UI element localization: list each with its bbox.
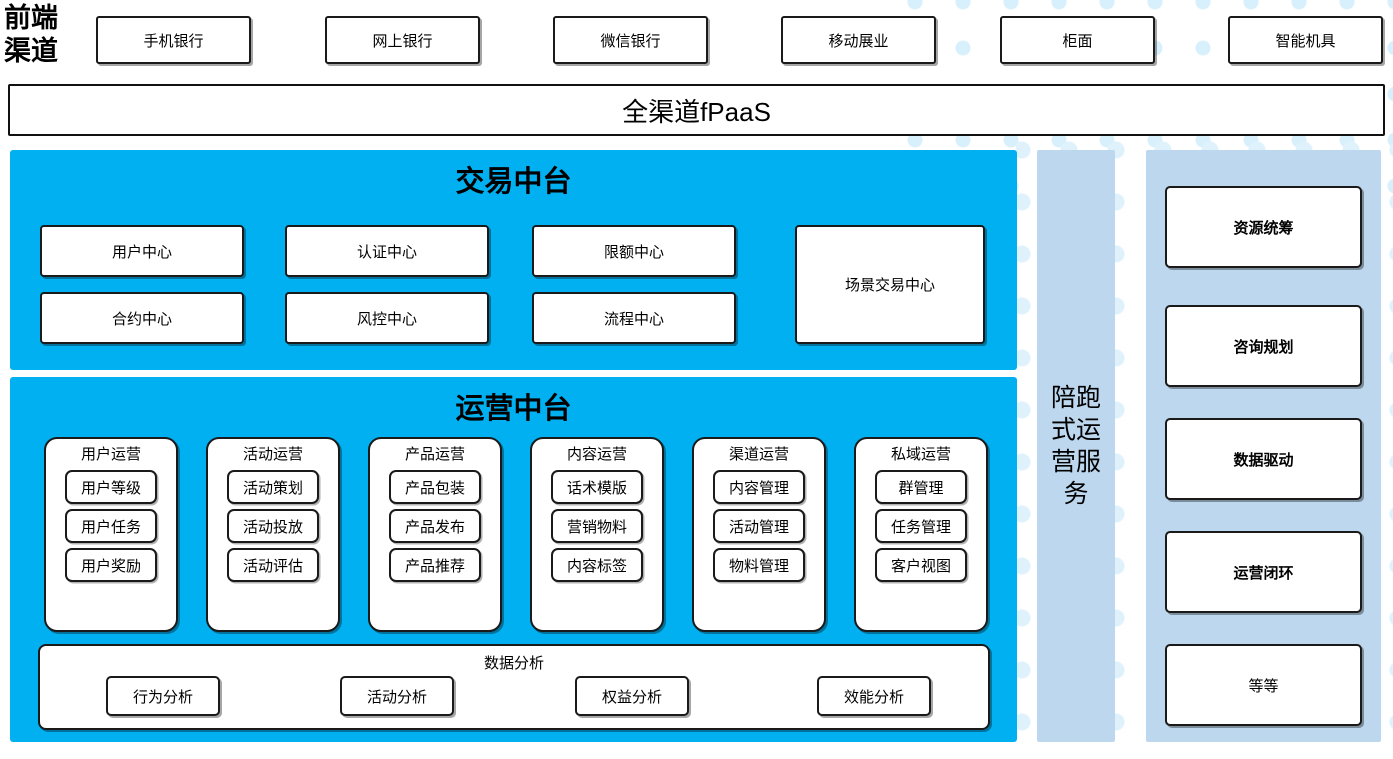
capability-etc[interactable]: 等等 xyxy=(1165,644,1362,726)
data-analysis-item-benefit[interactable]: 权益分析 xyxy=(575,676,689,716)
ops-column-items: 用户等级 用户任务 用户奖励 xyxy=(65,470,157,582)
ops-column-title: 用户运营 xyxy=(80,446,141,463)
data-analysis-item-efficiency[interactable]: 效能分析 xyxy=(817,676,931,716)
ops-item[interactable]: 任务管理 xyxy=(875,509,967,543)
frontend-channel-label: 前端 渠道 xyxy=(4,2,84,68)
ops-column-items: 内容管理 活动管理 物料管理 xyxy=(713,470,805,582)
ops-item[interactable]: 内容标签 xyxy=(551,548,643,582)
trade-item-scene-transaction-center[interactable]: 场景交易中心 xyxy=(795,225,985,344)
ops-item[interactable]: 群管理 xyxy=(875,470,967,504)
ops-item[interactable]: 产品发布 xyxy=(389,509,481,543)
ops-column-channel-operations[interactable]: 渠道运营 内容管理 活动管理 物料管理 xyxy=(692,437,826,632)
data-analysis-band: 数据分析 行为分析 活动分析 权益分析 效能分析 xyxy=(38,644,990,730)
channel-box-smart-machine[interactable]: 智能机具 xyxy=(1228,16,1383,64)
ops-column-items: 活动策划 活动投放 活动评估 xyxy=(227,470,319,582)
data-analysis-item-behavior[interactable]: 行为分析 xyxy=(106,676,220,716)
ops-item[interactable]: 客户视图 xyxy=(875,548,967,582)
ops-item[interactable]: 活动投放 xyxy=(227,509,319,543)
ops-column-title: 渠道运营 xyxy=(728,446,789,463)
ops-item[interactable]: 用户等级 xyxy=(65,470,157,504)
ops-item[interactable]: 用户奖励 xyxy=(65,548,157,582)
trade-item-limit-center[interactable]: 限额中心 xyxy=(532,225,736,277)
ops-column-title: 产品运营 xyxy=(404,446,465,463)
ops-column-content-operations[interactable]: 内容运营 话术模版 营销物料 内容标签 xyxy=(530,437,664,632)
ops-column-items: 群管理 任务管理 客户视图 xyxy=(875,470,967,582)
ops-item[interactable]: 营销物料 xyxy=(551,509,643,543)
capability-resource-coordination[interactable]: 资源统筹 xyxy=(1165,186,1362,268)
trade-item-process-center[interactable]: 流程中心 xyxy=(532,292,736,344)
ops-center-title: 运营中台 xyxy=(455,393,572,425)
trade-center-title: 交易中台 xyxy=(455,166,572,198)
ops-item[interactable]: 话术模版 xyxy=(551,470,643,504)
ops-column-campaign-operations[interactable]: 活动运营 活动策划 活动投放 活动评估 xyxy=(206,437,340,632)
ops-column-product-operations[interactable]: 产品运营 产品包装 产品发布 产品推荐 xyxy=(368,437,502,632)
capability-data-driven[interactable]: 数据驱动 xyxy=(1165,418,1362,500)
trade-item-auth-center[interactable]: 认证中心 xyxy=(285,225,489,277)
ops-item[interactable]: 物料管理 xyxy=(713,548,805,582)
service-panel-label: 陪跑式运营服务 xyxy=(1050,384,1101,508)
channel-box-online-bank[interactable]: 网上银行 xyxy=(325,16,480,64)
channel-box-mobile-sales[interactable]: 移动展业 xyxy=(781,16,936,64)
ops-item[interactable]: 内容管理 xyxy=(713,470,805,504)
channel-box-wechat-bank[interactable]: 微信银行 xyxy=(553,16,708,64)
frontend-label-line-2: 渠道 xyxy=(4,36,58,66)
ops-item[interactable]: 产品包装 xyxy=(389,470,481,504)
trade-item-risk-center[interactable]: 风控中心 xyxy=(285,292,489,344)
ops-column-items: 产品包装 产品发布 产品推荐 xyxy=(389,470,481,582)
capability-operation-closed-loop[interactable]: 运营闭环 xyxy=(1165,531,1362,613)
data-analysis-title: 数据分析 xyxy=(483,655,544,672)
channel-box-counter[interactable]: 柜面 xyxy=(1000,16,1155,64)
capabilities-panel: 资源统筹 咨询规划 数据驱动 运营闭环 等等 xyxy=(1146,150,1381,742)
ops-item[interactable]: 活动评估 xyxy=(227,548,319,582)
ops-item[interactable]: 用户任务 xyxy=(65,509,157,543)
frontend-label-line-1: 前端 xyxy=(4,3,58,33)
ops-column-title: 内容运营 xyxy=(566,446,627,463)
fpaas-bar[interactable]: 全渠道fPaaS xyxy=(8,84,1385,136)
trade-item-contract-center[interactable]: 合约中心 xyxy=(40,292,244,344)
ops-column-title: 活动运营 xyxy=(242,446,303,463)
data-analysis-item-campaign[interactable]: 活动分析 xyxy=(340,676,454,716)
channel-box-mobile-bank[interactable]: 手机银行 xyxy=(96,16,251,64)
ops-column-private-domain-operations[interactable]: 私域运营 群管理 任务管理 客户视图 xyxy=(854,437,988,632)
accompanying-operation-service-panel: 陪跑式运营服务 xyxy=(1037,150,1115,742)
capability-consulting-planning[interactable]: 咨询规划 xyxy=(1165,305,1362,387)
trade-item-user-center[interactable]: 用户中心 xyxy=(40,225,244,277)
ops-column-title: 私域运营 xyxy=(890,446,951,463)
ops-item[interactable]: 活动策划 xyxy=(227,470,319,504)
ops-column-user-operations[interactable]: 用户运营 用户等级 用户任务 用户奖励 xyxy=(44,437,178,632)
ops-item[interactable]: 产品推荐 xyxy=(389,548,481,582)
ops-item[interactable]: 活动管理 xyxy=(713,509,805,543)
ops-column-items: 话术模版 营销物料 内容标签 xyxy=(551,470,643,582)
